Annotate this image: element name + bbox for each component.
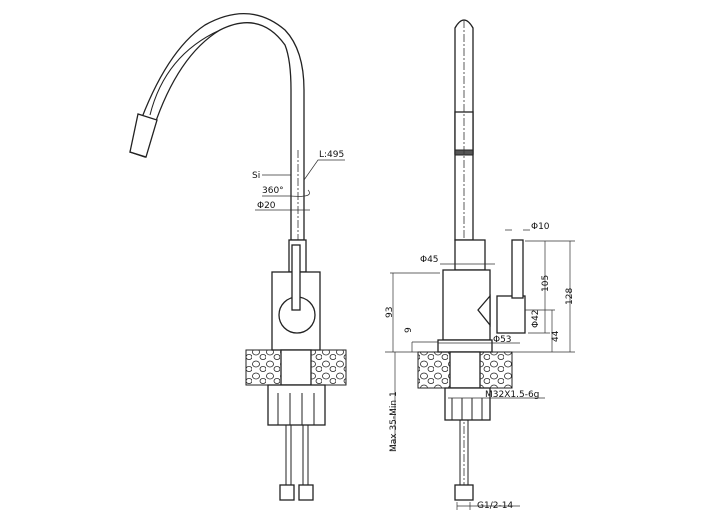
label-rotation: 360°	[262, 186, 284, 196]
handle-lever	[291, 244, 301, 311]
label-si: Si	[252, 171, 260, 181]
side-view: Φ10 Φ45 105 128 Φ42 44 93 9 Φ53 M32X1.5-…	[385, 19, 575, 511]
base-plate	[437, 339, 493, 353]
hose-nut-left	[279, 484, 295, 501]
handle-block	[496, 295, 526, 334]
label-handle-diameter: Φ10	[531, 222, 550, 232]
hose	[459, 420, 469, 485]
shank	[280, 349, 312, 386]
spout-arc	[129, 13, 305, 241]
dim-heights-left	[385, 272, 440, 353]
nut-fins	[277, 393, 315, 425]
label-counter-thickness: Max 35-Min 1	[389, 391, 399, 452]
label-height-9: 9	[404, 327, 414, 333]
label-height-128: 128	[565, 288, 575, 305]
label-collar-diameter: Φ45	[420, 255, 439, 265]
label-height-93: 93	[385, 307, 395, 318]
dim-hose-thread	[456, 502, 520, 510]
label-hose-thread: G1/2-14	[477, 501, 513, 511]
collar	[454, 239, 486, 271]
spout-outer-line	[149, 29, 221, 116]
hose-nut	[454, 484, 474, 501]
nut-fins	[451, 398, 483, 420]
label-thread: M32X1.5-6g	[485, 390, 539, 400]
front-view: Si L:495 360° Φ20	[129, 13, 347, 501]
dim-heights-right	[510, 240, 575, 353]
label-height-44: 44	[551, 330, 561, 342]
rotation-arrow	[262, 189, 310, 197]
mounting-nut	[267, 384, 326, 426]
hoses	[285, 425, 309, 485]
handle-cone	[477, 294, 491, 327]
label-base-diameter: Φ53	[493, 335, 512, 345]
shank	[449, 351, 481, 389]
length-leader	[303, 159, 345, 181]
handle-lever	[511, 239, 524, 299]
label-handle-body-diameter: Φ42	[531, 309, 541, 328]
spout-tip	[129, 113, 158, 158]
hose-nut-right	[298, 484, 314, 501]
label-length: L:495	[319, 150, 344, 160]
label-pipe-diameter: Φ20	[257, 201, 276, 211]
label-height-105: 105	[541, 275, 551, 292]
